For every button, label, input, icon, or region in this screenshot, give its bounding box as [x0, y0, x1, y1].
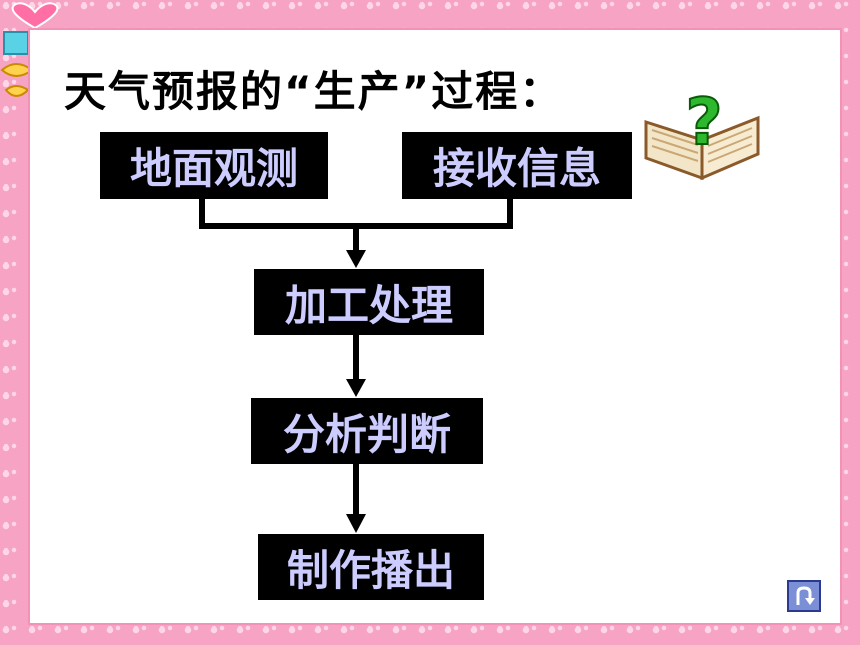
return-button[interactable] — [787, 580, 821, 612]
question-book-icon: ? — [642, 82, 762, 186]
step-analysis: 分析判断 — [251, 398, 483, 464]
step-broadcast: 制作播出 — [258, 534, 484, 600]
slide-title: 天气预报的“生产”过程： — [64, 67, 564, 116]
return-arrow-icon — [796, 586, 815, 605]
step-ground-observation: 地面观测 — [100, 132, 328, 199]
step-processing: 加工处理 — [254, 269, 484, 335]
ribbon-decoration — [0, 30, 34, 114]
step-receive-information: 接收信息 — [402, 132, 632, 199]
svg-text:?: ? — [685, 86, 722, 160]
heart-decoration — [4, 2, 66, 34]
